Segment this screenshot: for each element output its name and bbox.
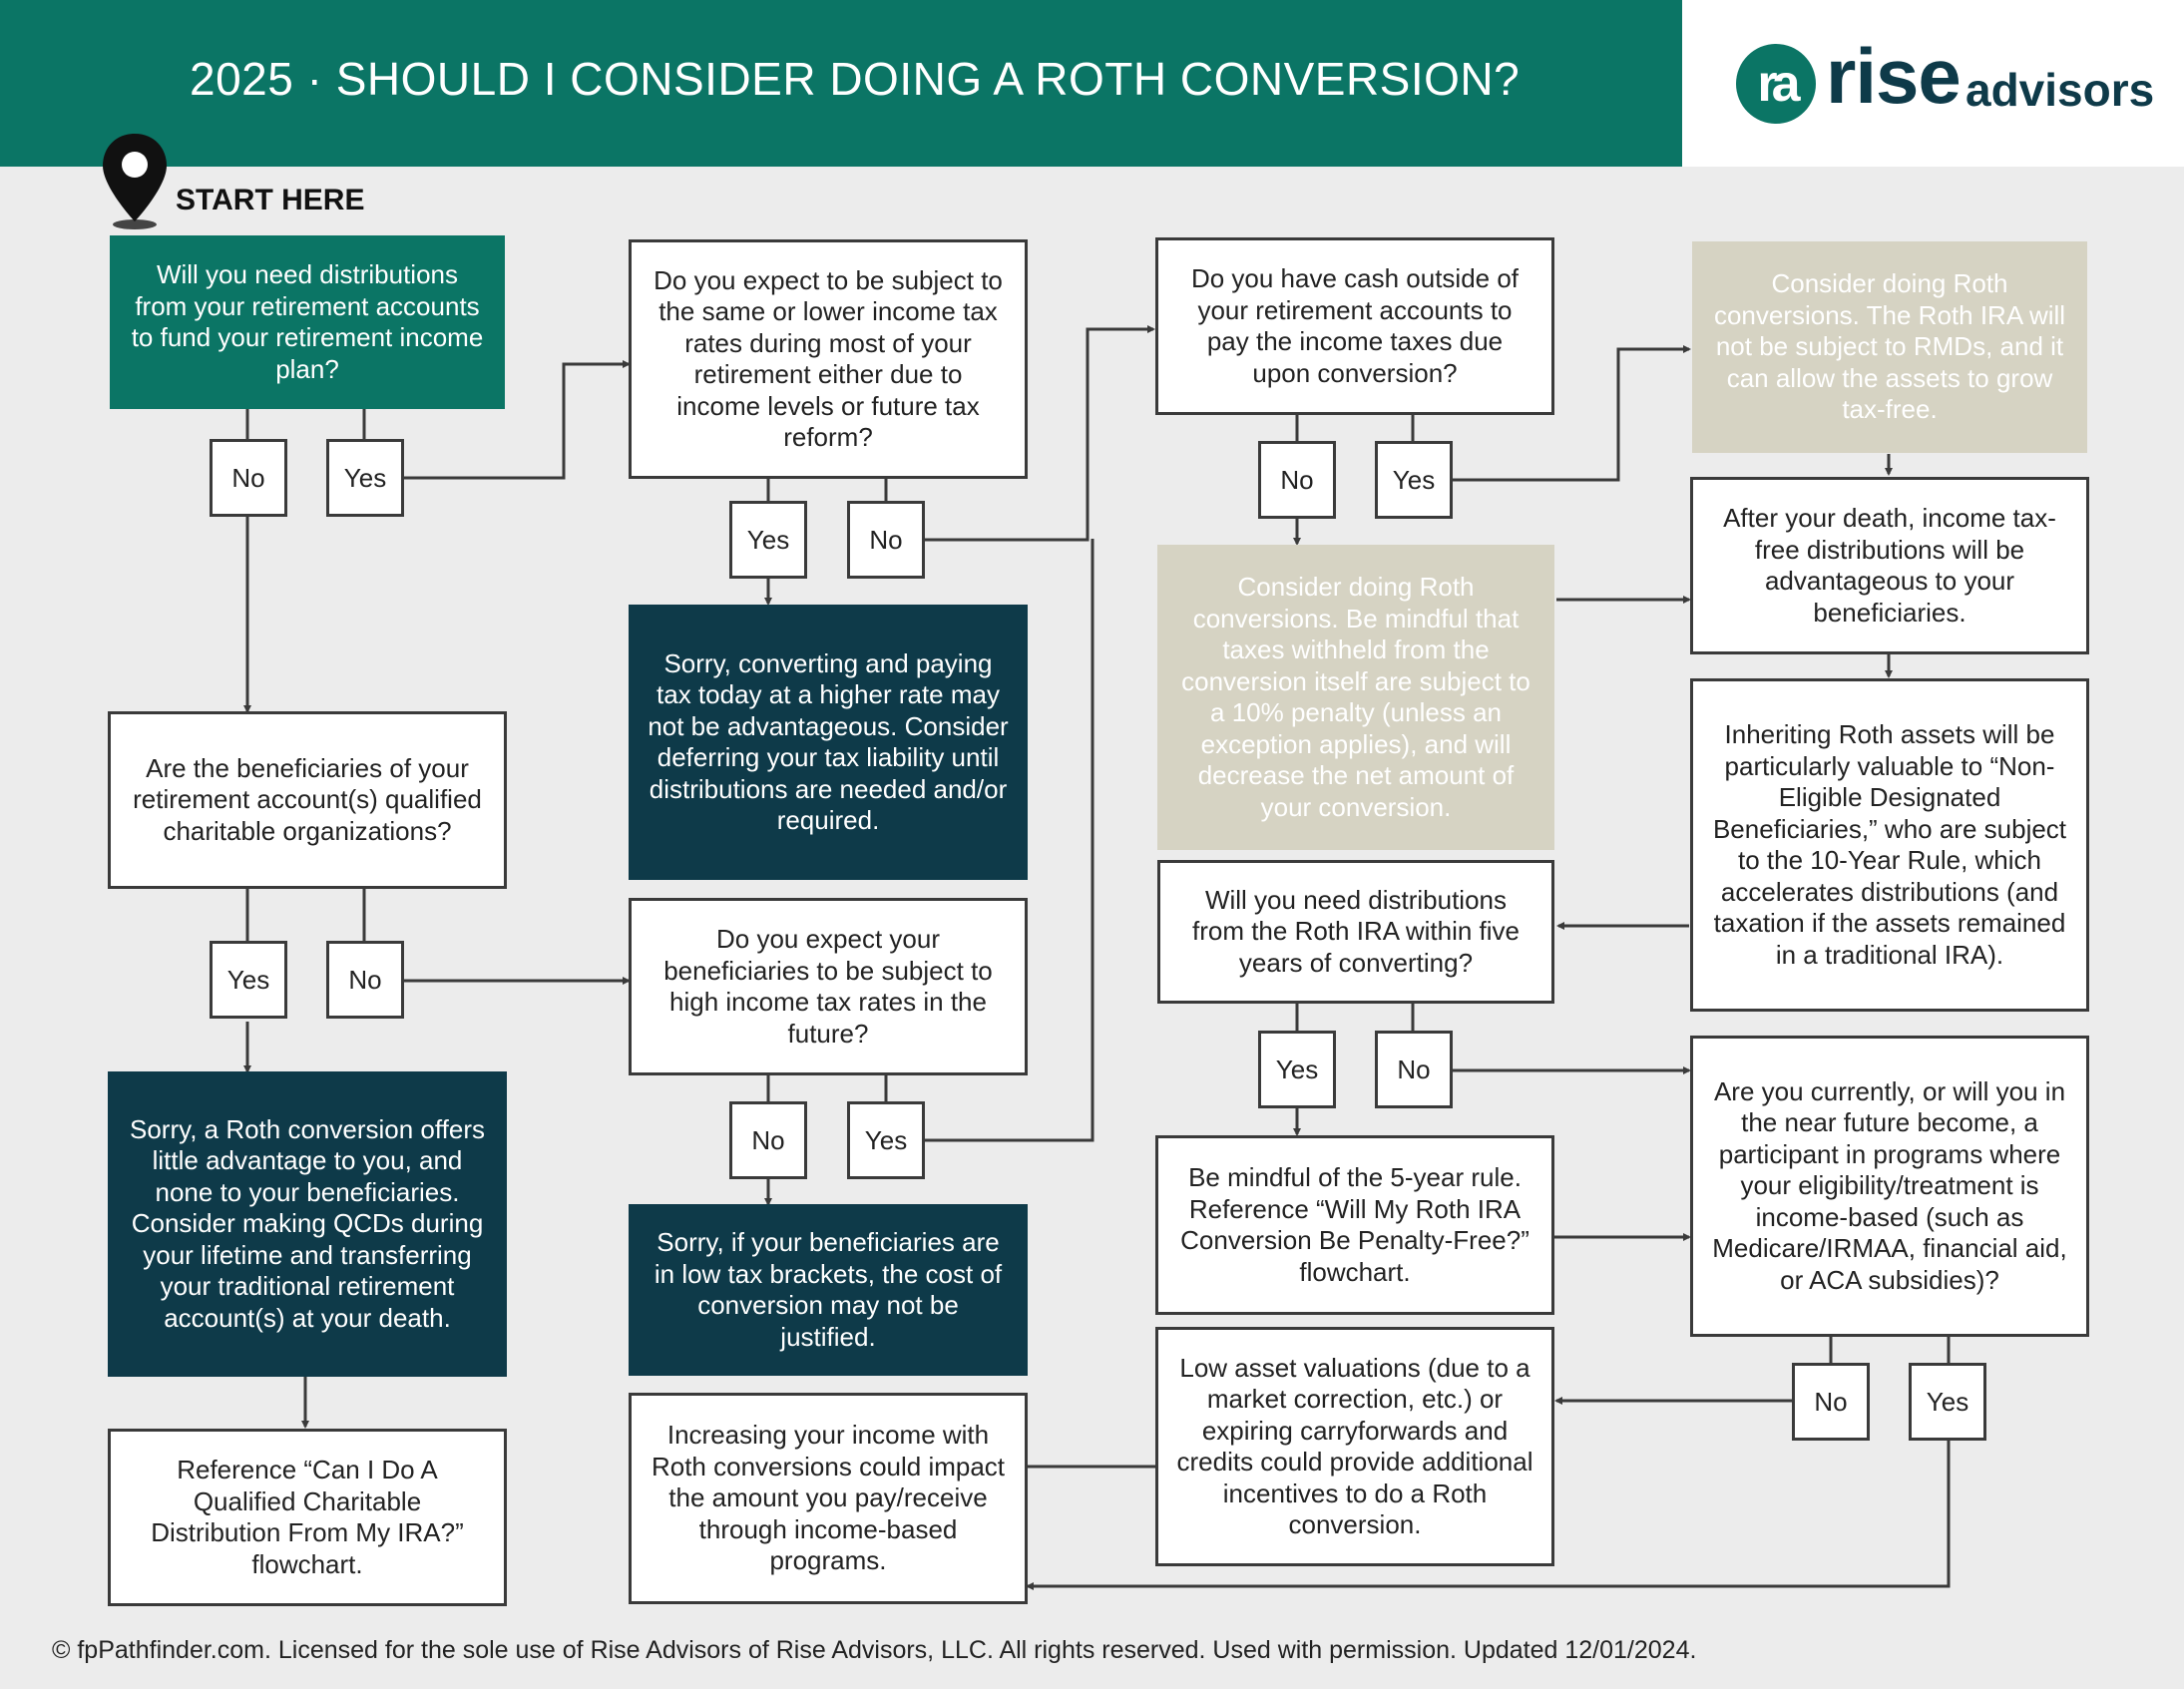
answer-yes-rates: Yes xyxy=(729,501,807,579)
connector-no-to-q-cash xyxy=(923,325,1155,542)
result-income-programs: Increasing your income with Roth convers… xyxy=(629,1393,1028,1604)
result-reference-qcd-flowchart: Reference “Can I Do A Qualified Charitab… xyxy=(108,1429,507,1606)
connector-yes-to-programs xyxy=(1026,1440,1951,1590)
answer-no-charitable: No xyxy=(326,941,404,1019)
result-qcd-advice: Sorry, a Roth conversion offers little a… xyxy=(108,1071,507,1377)
logo-mark: ra xyxy=(1736,44,1816,124)
map-pin-icon xyxy=(103,134,167,229)
logo-wordmark: rise xyxy=(1826,32,1962,120)
question-need-distributions: Will you need distributions from your re… xyxy=(110,235,505,409)
answer-yes-need-distributions: Yes xyxy=(326,439,404,517)
connector-yes-to-q-rates xyxy=(404,360,631,480)
question-cash-outside: Do you have cash outside of your retirem… xyxy=(1155,237,1554,415)
result-inheriting: Inheriting Roth assets will be particula… xyxy=(1690,678,2089,1012)
answer-no-beneficiaries-rates: No xyxy=(729,1101,807,1179)
footer-copyright: © fpPathfinder.com. Licensed for the sol… xyxy=(52,1636,1697,1664)
answer-no-need-distributions: No xyxy=(210,439,287,517)
result-consider-rmds: Consider doing Roth conversions. The Rot… xyxy=(1692,241,2087,453)
result-after-death: After your death, income tax-free distri… xyxy=(1690,477,2089,654)
question-five-years: Will you need distributions from the Rot… xyxy=(1157,860,1554,1004)
result-five-year-rule: Be mindful of the 5-year rule. Reference… xyxy=(1155,1135,1554,1315)
question-beneficiaries-charitable: Are the beneficiaries of your retirement… xyxy=(108,711,507,889)
answer-no-five-years: No xyxy=(1375,1031,1453,1108)
logo-subtext: advisors xyxy=(1966,64,2155,116)
result-low-brackets: Sorry, if your beneficiaries are in low … xyxy=(629,1204,1028,1376)
result-mindful-withheld: Consider doing Roth conversions. Be mind… xyxy=(1157,545,1554,850)
result-deferring: Sorry, converting and paying tax today a… xyxy=(629,605,1028,880)
question-income-based: Are you currently, or will you in the ne… xyxy=(1690,1036,2089,1337)
answer-yes-five-years: Yes xyxy=(1258,1031,1336,1108)
question-beneficiaries-high-rates: Do you expect your beneficiaries to be s… xyxy=(629,898,1028,1075)
answer-yes-cash: Yes xyxy=(1375,441,1453,519)
result-low-valuations: Low asset valuations (due to a market co… xyxy=(1155,1327,1554,1566)
answer-no-income-based: No xyxy=(1792,1363,1870,1441)
connector-yes-to-cash-line xyxy=(923,539,1094,1142)
header-bar xyxy=(0,0,1682,167)
question-same-lower-rates: Do you expect to be subject to the same … xyxy=(629,239,1028,479)
answer-no-rates: No xyxy=(847,501,925,579)
page-title: 2025 · SHOULD I CONSIDER DOING A ROTH CO… xyxy=(190,53,1521,105)
answer-yes-charitable: Yes xyxy=(210,941,287,1019)
answer-yes-income-based: Yes xyxy=(1909,1363,1986,1441)
connector-yes-to-consider-rmds xyxy=(1451,345,1691,482)
start-here-label: START HERE xyxy=(176,184,365,216)
answer-yes-beneficiaries-rates: Yes xyxy=(847,1101,925,1179)
answer-no-cash: No xyxy=(1258,441,1336,519)
